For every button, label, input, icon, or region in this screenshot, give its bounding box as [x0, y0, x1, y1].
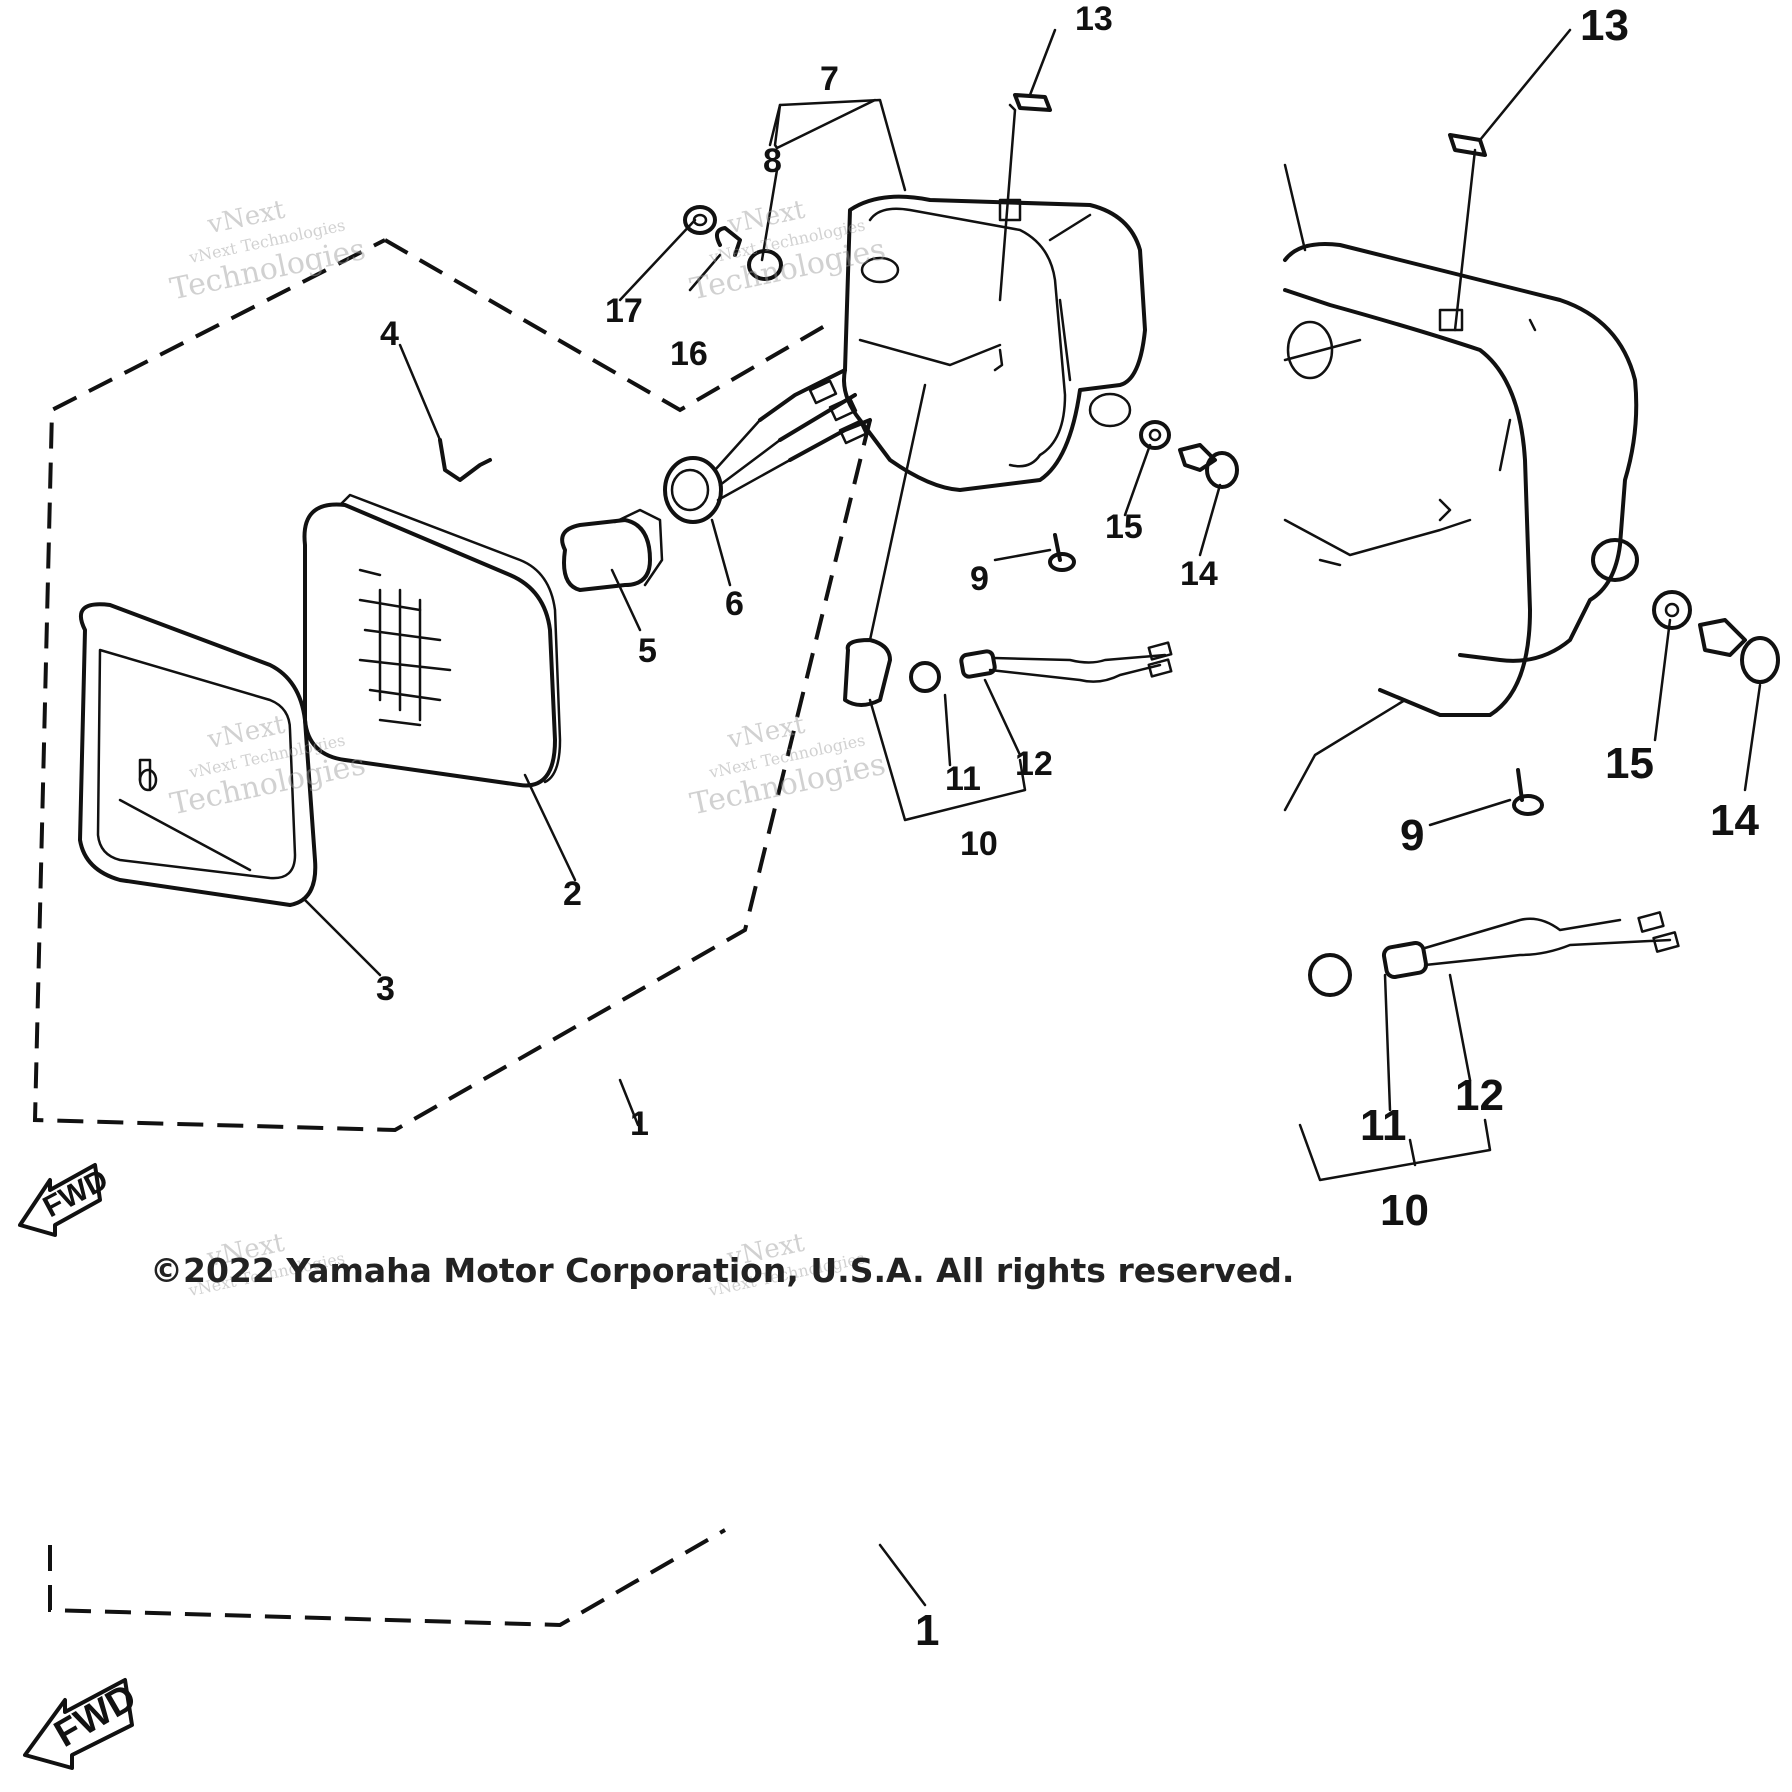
part-label-2: 2	[563, 875, 582, 913]
bolt	[1178, 443, 1239, 489]
plate	[1013, 93, 1052, 112]
part-label-17: 17	[605, 292, 643, 330]
part-label-16: 16	[670, 335, 708, 373]
detail-label-10: 10	[1380, 1186, 1429, 1235]
socket	[663, 368, 872, 524]
clip	[714, 226, 742, 257]
part-label-9: 9	[970, 560, 989, 598]
part-label-4: 4	[380, 315, 399, 353]
bottom-label-1: 1	[915, 1606, 939, 1655]
part-label-15: 15	[1105, 508, 1143, 546]
headlight-housing	[842, 194, 1147, 492]
part-label-12: 12	[1015, 745, 1053, 783]
detail-label-12: 12	[1455, 1071, 1504, 1120]
washer	[1139, 420, 1171, 450]
detail-label-13: 13	[1580, 1, 1629, 50]
grommet	[747, 249, 783, 281]
detail-label-15: 15	[1605, 739, 1654, 788]
wire-clip	[438, 438, 492, 482]
copyright-notice: ©2022 Yamaha Motor Corporation, U.S.A. A…	[150, 1251, 1294, 1290]
part-label-1: 1	[630, 1105, 649, 1143]
part-label-11: 11	[945, 760, 981, 798]
part-label-7: 7	[820, 60, 839, 98]
assembly-outline	[32, 238, 872, 1133]
nut	[683, 205, 717, 235]
fwd-arrow-large: FWD	[23, 1676, 143, 1770]
fwd-arrow: FWD	[18, 1163, 114, 1237]
leader-lines	[303, 28, 1222, 1127]
detail-label-14: 14	[1710, 796, 1759, 845]
part-label-14: 14	[1180, 555, 1218, 593]
headlight-rim	[78, 602, 318, 907]
headlight-lens	[302, 493, 562, 788]
pilot-lamp-assembly	[843, 638, 1173, 707]
part-label-6: 6	[725, 585, 744, 623]
part-label-10: 10	[960, 825, 998, 863]
detail-inset: 13 15 14 9 11 12 10	[1283, 0, 1792, 1235]
part-labels: 1 2 3 4 5 6 7 8 9 10 11 12 13 14 15 16 1…	[376, 0, 1218, 1143]
detail-label-9: 9	[1400, 811, 1424, 860]
main-diagram: FWD 1 2 3 4 5 6 7 8 9 10 11 12 13 14 15 …	[18, 0, 1294, 1301]
part-label-3: 3	[376, 970, 395, 1008]
part-label-5: 5	[638, 632, 657, 670]
screw	[1048, 533, 1076, 572]
detail-label-11: 11	[1360, 1101, 1407, 1150]
part-label-13: 13	[1075, 0, 1113, 38]
bulb	[560, 508, 664, 592]
watermarks: vNext vNext Technologies Technologies vN…	[167, 195, 888, 1301]
part-label-8: 8	[763, 142, 782, 180]
bottom-inset: 1 FWD	[23, 1528, 939, 1770]
